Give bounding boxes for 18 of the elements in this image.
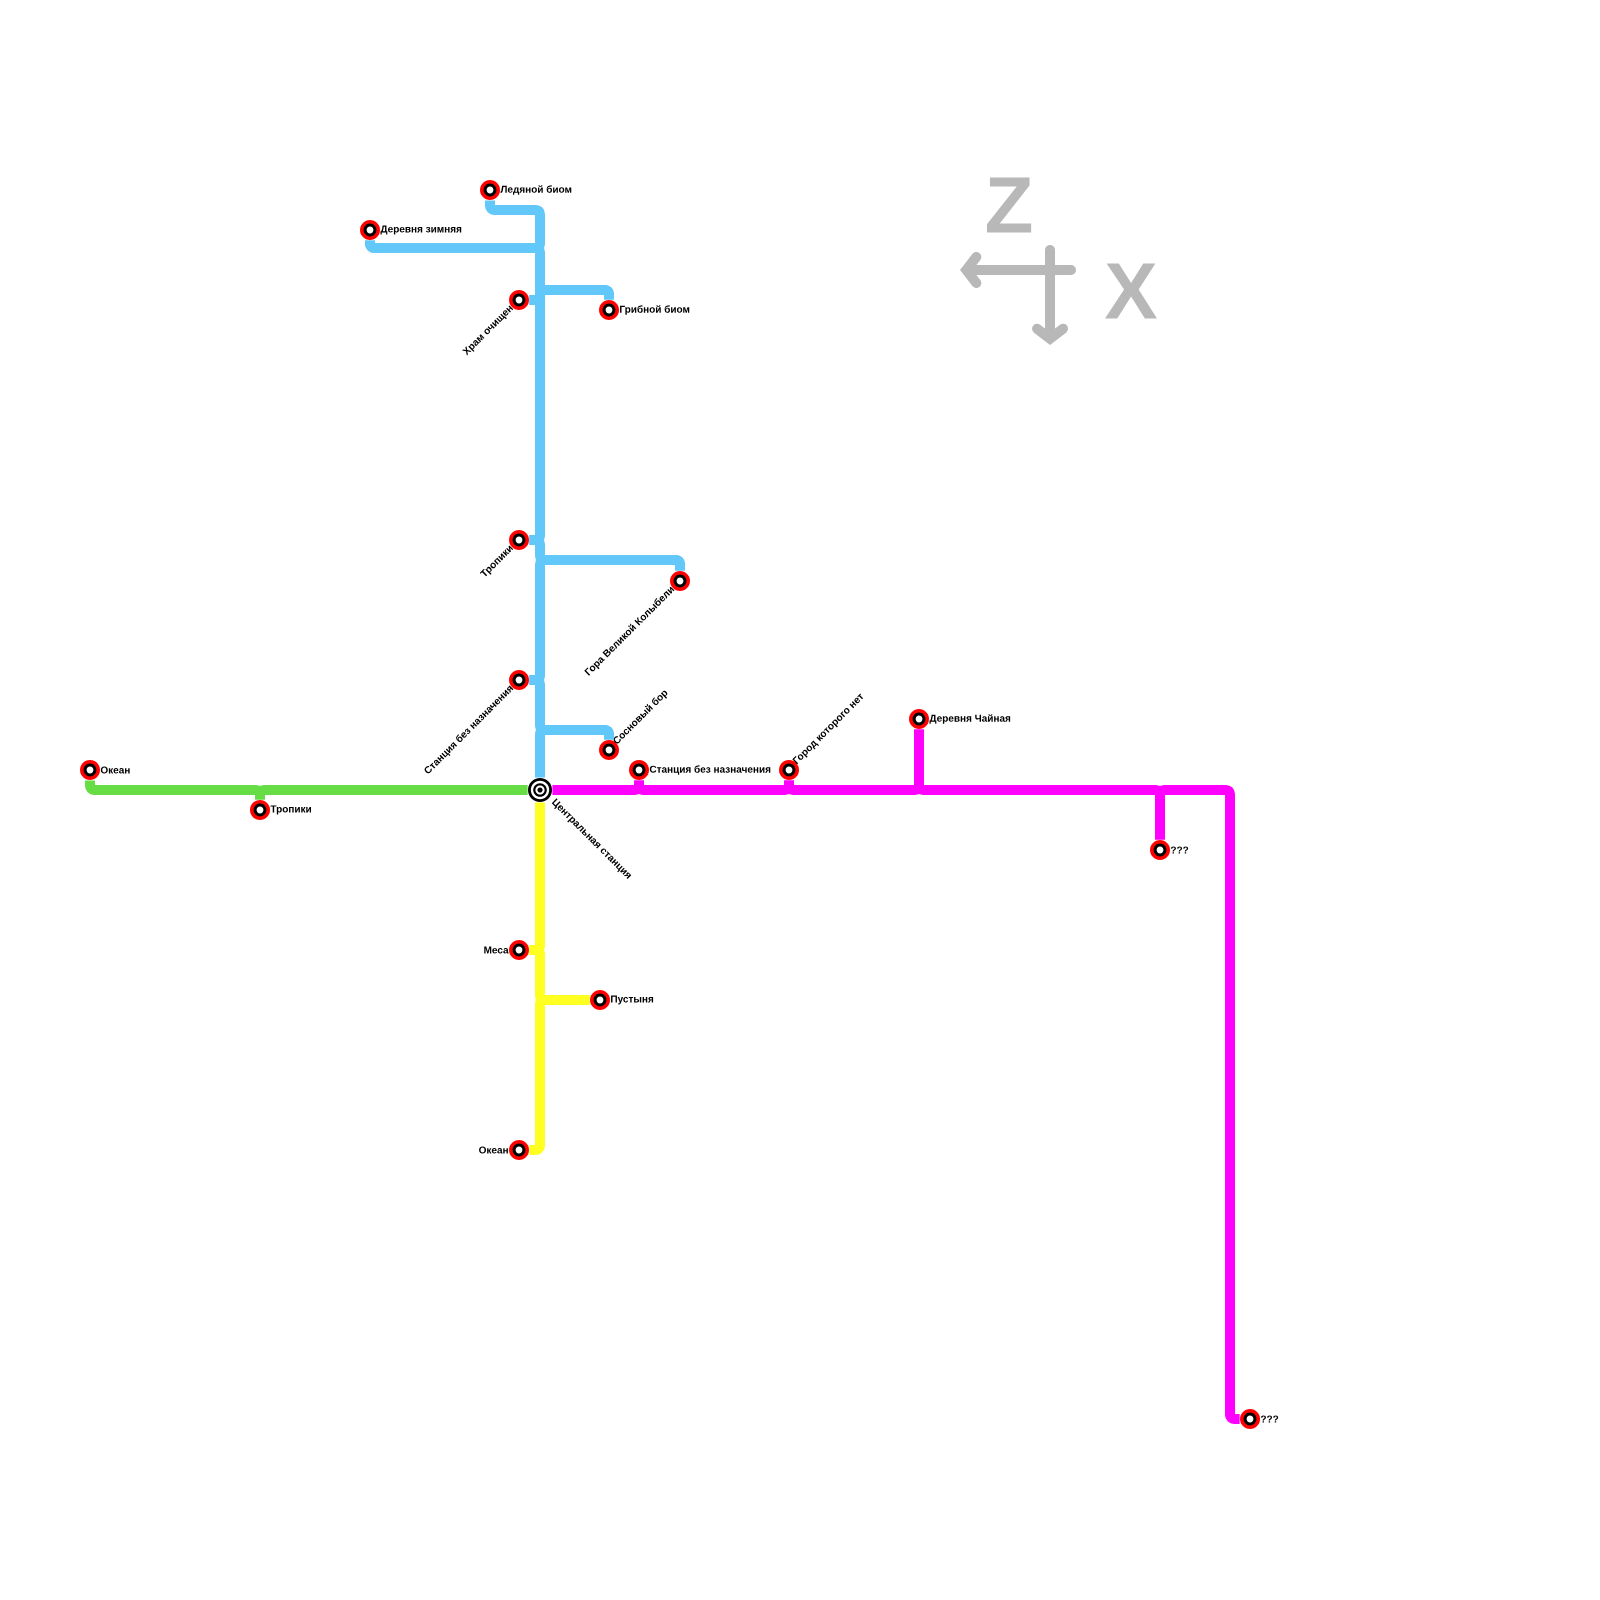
station-label: Деревня зимняя: [380, 225, 462, 235]
metro-line: [255, 785, 528, 800]
metro-line: [535, 725, 614, 778]
axis-letter: Z: [986, 177, 1032, 233]
station-label: Меса: [484, 946, 509, 954]
station-label: Ледяной биом: [500, 185, 572, 195]
station-label: Пустыня: [611, 995, 654, 1005]
metro-line: [529, 995, 590, 1155]
axis-letter: X: [1105, 263, 1157, 319]
metro-line: [1155, 785, 1241, 1424]
station-label: ???: [1260, 1415, 1279, 1423]
station-label: Грибной биом: [620, 305, 690, 315]
station-label: Станция без назначения: [649, 765, 771, 775]
station-label: Деревня Чайная: [929, 714, 1011, 724]
station-label: Тропики: [270, 805, 311, 815]
station-label: ???: [1170, 846, 1189, 854]
station-label: Океан: [479, 1146, 508, 1154]
station-label: Океан: [100, 766, 130, 774]
